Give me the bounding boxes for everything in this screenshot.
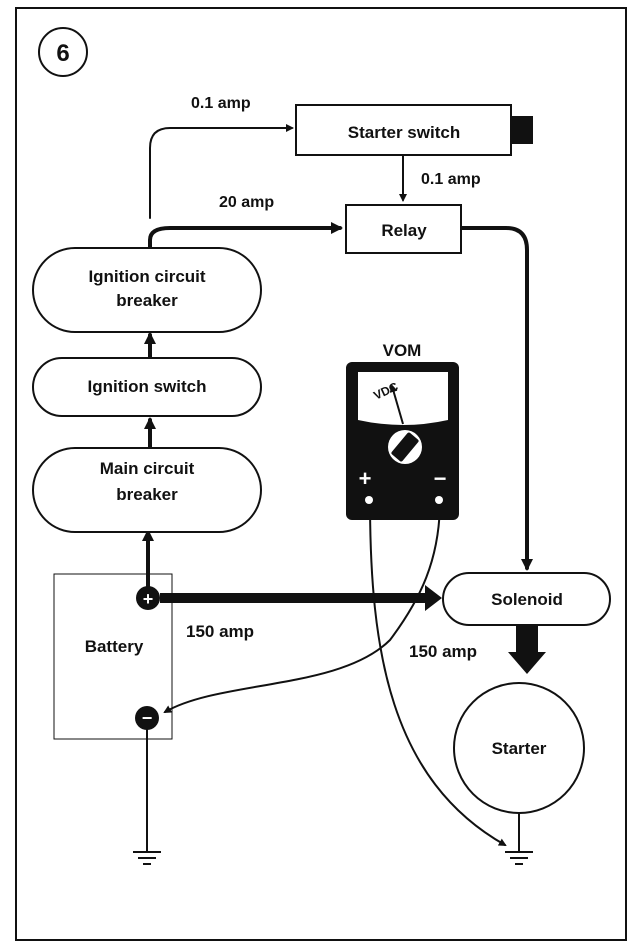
wire-relay-to-solenoid [459, 226, 533, 571]
current-label-battery-to-solenoid: 150 amp [186, 622, 254, 641]
svg-text:−: − [142, 708, 153, 728]
main-breaker-label-2: breaker [116, 485, 178, 504]
vom-needle [389, 384, 404, 425]
starter-label: Starter [492, 739, 547, 758]
current-label-solenoid-to-starter: 150 amp [409, 642, 477, 661]
battery-positive-terminal [136, 586, 160, 610]
ignition-circuit-breaker: Ignition circuit breaker [32, 247, 262, 333]
relay: Relay [345, 204, 462, 254]
starter-switch-label: Starter switch [348, 123, 460, 142]
starter-switch: Starter switch [295, 104, 533, 156]
vom-positive-lead [369, 499, 507, 846]
battery: Battery + − [53, 573, 173, 740]
vom-plus-jack [365, 496, 373, 504]
ignition-breaker-label-1: Ignition circuit [88, 267, 205, 286]
main-breaker-label-1: Main circuit [100, 459, 195, 478]
starter: Starter [453, 682, 585, 814]
vom-plus-jack-label: + [359, 466, 372, 491]
relay-label: Relay [381, 221, 427, 240]
wire-to-starter-switch [149, 124, 294, 219]
battery-negative-terminal [135, 706, 159, 730]
current-label-to-relay: 20 amp [219, 194, 274, 211]
cable-solenoid-to-starter [508, 624, 546, 674]
main-circuit-breaker: Main circuit breaker [32, 447, 262, 533]
cable-battery-to-solenoid [160, 585, 442, 611]
vom-title: VOM [383, 341, 422, 360]
battery-label: Battery [85, 637, 144, 656]
ignition-switch-label: Ignition switch [88, 377, 207, 396]
ignition-breaker-label-2: breaker [116, 291, 178, 310]
current-label-switch-to-relay: 0.1 amp [421, 171, 481, 188]
vom-meter: VOM VDC + − [346, 341, 459, 520]
figure-number: 6 [56, 40, 69, 67]
current-label-to-starter-switch: 0.1 amp [191, 95, 251, 112]
vom-minus-jack [435, 496, 443, 504]
solenoid: Solenoid [442, 572, 611, 626]
vom-minus-jack-label: − [434, 466, 447, 491]
solenoid-label: Solenoid [491, 590, 563, 609]
wire-to-relay [148, 222, 343, 250]
vom-negative-lead [163, 499, 441, 714]
figure-frame [15, 7, 627, 941]
ground-symbol-starter [505, 851, 533, 865]
vom-dial-face [358, 372, 448, 425]
ground-symbol-battery [133, 851, 161, 865]
ignition-switch: Ignition switch [32, 357, 262, 417]
figure-number-badge: 6 [38, 27, 88, 77]
svg-text:+: + [143, 589, 154, 609]
